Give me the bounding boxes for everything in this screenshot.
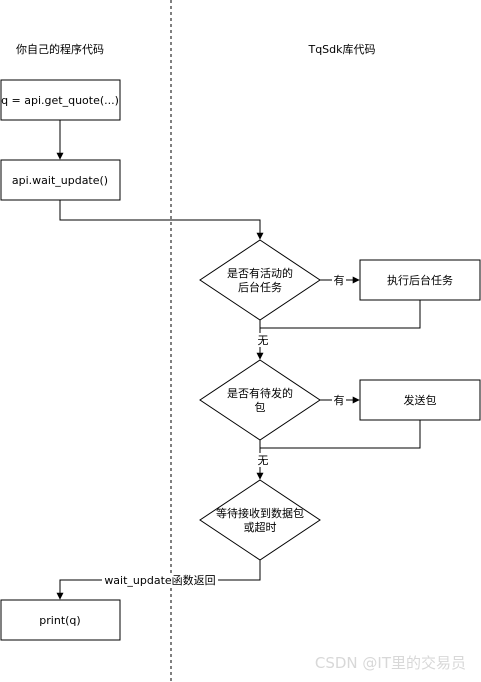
decision-active-line1: 是否有活动的 [227, 266, 293, 280]
edge-no2-label-bg [256, 453, 270, 467]
edge-yes2-label: 有 [334, 393, 345, 407]
edge-no1-label: 无 [258, 334, 269, 347]
get-quote-box [0, 79, 121, 121]
edge-no1-label-bg [256, 333, 270, 347]
edge-wait-to-decision-active [59, 200, 264, 240]
print-label: print(q) [39, 614, 80, 627]
edge-task-loop [260, 300, 421, 329]
left-lane-title: 你自己的程序代码 [16, 42, 104, 56]
watermark: CSDN @IT里的交易员 [315, 654, 466, 672]
edge-send-loop [260, 420, 421, 449]
print-box [0, 599, 121, 641]
decision-send-line1: 是否有待发的 [227, 386, 293, 400]
decision-active-tasks [199, 239, 321, 321]
edge-yes2-label-bg [332, 393, 346, 407]
edge-no2-label: 无 [258, 454, 269, 467]
decision-pending-packets [199, 359, 321, 441]
decision-wait-line1: 等待接收到数据包 [216, 506, 304, 520]
decision-wait-data [199, 479, 321, 561]
wait-update-label: api.wait_update() [12, 174, 108, 187]
edge-yes1-label: 有 [334, 273, 345, 287]
get-quote-label: q = api.get_quote(...) [1, 94, 119, 107]
decision-active-line2: 后台任务 [238, 280, 282, 294]
decision-send-line2: 包 [255, 401, 266, 414]
send-packet-label: 发送包 [404, 393, 437, 407]
edge-yes1-label-bg [332, 273, 346, 287]
edge-return-label-bg [102, 573, 218, 587]
edge-return-label: wait_update函数返回 [104, 574, 215, 587]
right-lane-title: TqSdk库代码 [307, 43, 375, 56]
wait-update-box [0, 159, 121, 201]
run-background-task-label: 执行后台任务 [387, 273, 453, 287]
decision-wait-line2: 或超时 [244, 520, 277, 534]
send-packet-box [359, 379, 481, 421]
